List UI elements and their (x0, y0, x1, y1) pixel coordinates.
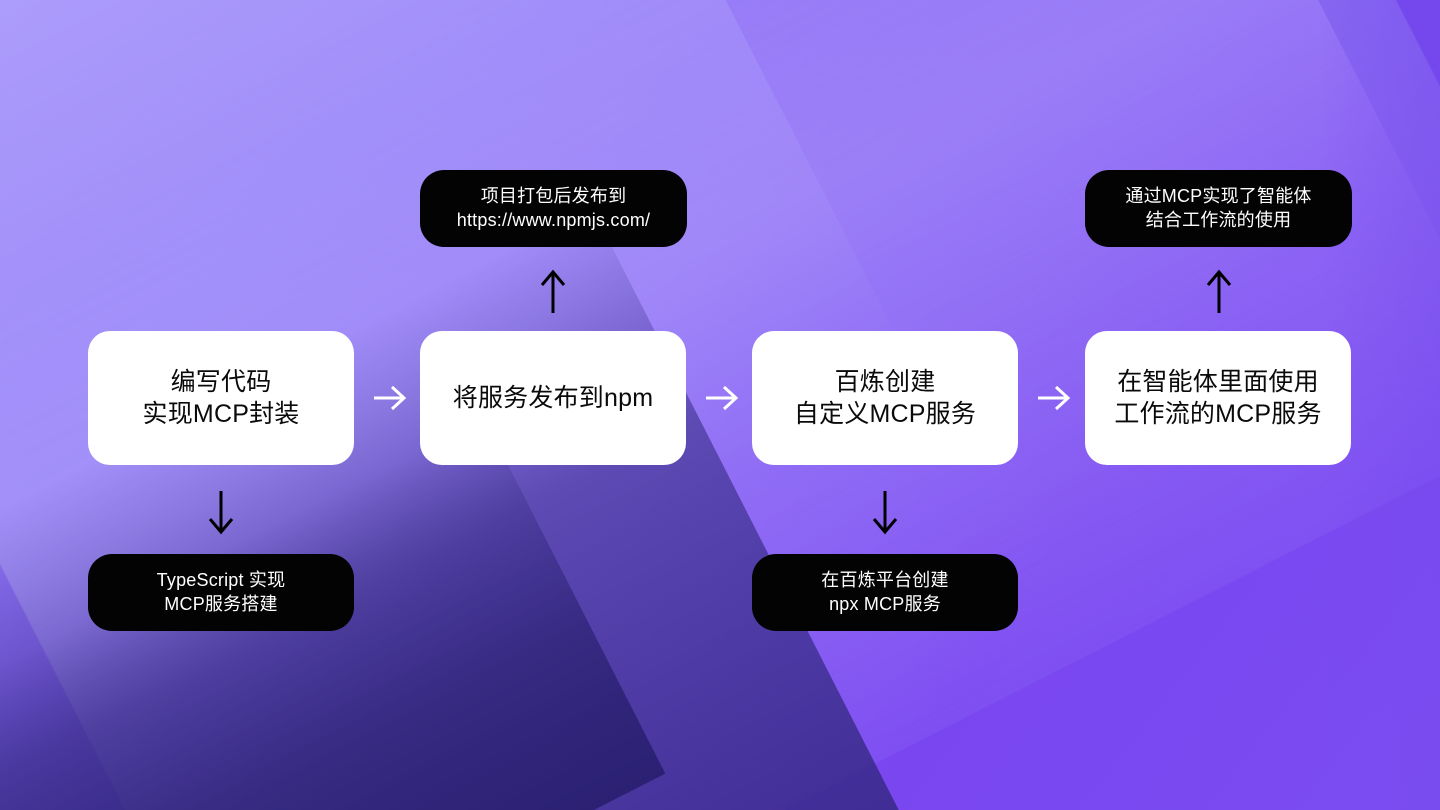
step-box-write-code-label: 编写代码 实现MCP封装 (142, 367, 300, 429)
arrow-down-icon-typescript (204, 490, 238, 536)
step-box-agent-use-label: 在智能体里面使用 工作流的MCP服务 (1114, 367, 1322, 429)
note-box-npmjs-label: 项目打包后发布到 https://www.npmjs.com/ (456, 186, 651, 230)
note-box-npmjs: 项目打包后发布到 https://www.npmjs.com/ (420, 170, 687, 247)
note-box-typescript: TypeScript 实现 MCP服务搭建 (88, 554, 354, 631)
step-box-write-code: 编写代码 实现MCP封装 (88, 331, 354, 465)
step-box-bailian-create-label: 百炼创建 自定义MCP服务 (793, 367, 977, 429)
note-box-agent-workflow-label: 通过MCP实现了智能体 结合工作流的使用 (1125, 186, 1312, 230)
arrow-right-icon-2 (702, 379, 740, 417)
note-box-typescript-label: TypeScript 实现 MCP服务搭建 (156, 570, 286, 614)
arrow-up-icon-agent (1202, 268, 1236, 314)
arrow-right-icon-3 (1034, 379, 1072, 417)
arrow-down-icon-bailian (868, 490, 902, 536)
step-box-publish-npm-label: 将服务发布到npm (452, 383, 654, 412)
arrow-up-icon-npmjs (536, 268, 570, 314)
note-box-bailian-npx: 在百炼平台创建 npx MCP服务 (752, 554, 1018, 631)
step-box-publish-npm: 将服务发布到npm (420, 331, 686, 465)
step-box-bailian-create: 百炼创建 自定义MCP服务 (752, 331, 1018, 465)
note-box-agent-workflow: 通过MCP实现了智能体 结合工作流的使用 (1085, 170, 1352, 247)
note-box-bailian-npx-label: 在百炼平台创建 npx MCP服务 (821, 570, 949, 614)
arrow-right-icon-1 (370, 379, 408, 417)
step-box-agent-use: 在智能体里面使用 工作流的MCP服务 (1085, 331, 1351, 465)
